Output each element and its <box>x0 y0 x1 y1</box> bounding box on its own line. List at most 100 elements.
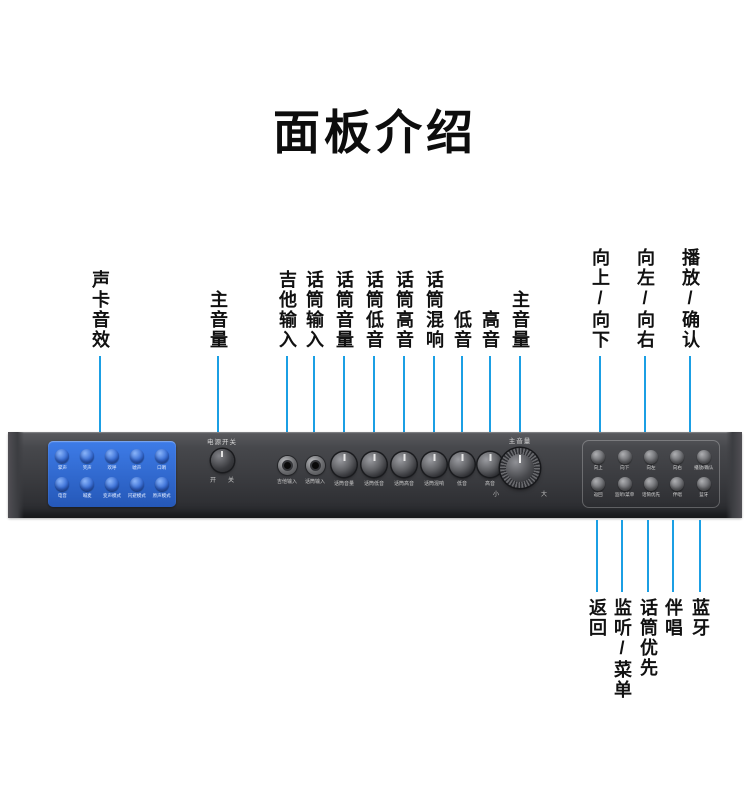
nav-button-play-confirm <box>696 449 711 464</box>
nav-button-cell: 向上 <box>585 449 611 471</box>
bass-knob-unit: 低音 <box>449 452 475 487</box>
nav-button-label: 蓝牙 <box>699 492 709 498</box>
effect-button-label: 原声模式 <box>152 492 171 498</box>
effect-button-label: 掌声 <box>57 464 67 470</box>
leader-line <box>403 356 405 432</box>
power-knob <box>210 449 234 472</box>
treble-knob-unit: 高音 <box>477 452 503 487</box>
callout-bass: 低音 <box>449 310 475 432</box>
leader-line <box>599 356 601 432</box>
callout-main-volume-left: 主音量 <box>205 290 231 432</box>
nav-button-cell: 话筒优先 <box>638 477 664 498</box>
nav-button-cell: 监听/菜单 <box>611 477 637 498</box>
treble-knob <box>477 452 503 477</box>
leader-line <box>699 520 701 592</box>
effect-button <box>154 477 169 492</box>
mic-volume-knob <box>331 452 357 477</box>
guitar-input-jack <box>277 456 297 475</box>
effect-button-cell: 欢呼 <box>100 449 125 471</box>
callout-label: 高音 <box>480 310 500 350</box>
nav-button-label: 向下 <box>620 464 630 470</box>
guitar-input-jack-unit: 吉他输入 <box>277 456 297 485</box>
main-volume-knob <box>500 448 540 488</box>
power-label: 电源开关 <box>207 439 237 446</box>
mic-bass-knob <box>361 452 387 477</box>
callout-label: 向左/向右 <box>635 248 655 350</box>
callout-label: 声卡音效 <box>90 270 110 350</box>
main-volume-scale: 小 大 <box>493 489 547 498</box>
nav-button-monitor-menu <box>617 477 632 492</box>
leader-line <box>343 356 345 432</box>
mic-treble-knob-label: 话筒高音 <box>393 481 414 487</box>
nav-button-pad: 向上 向下 向左 向右 播放/确认 返回 <box>582 440 720 508</box>
callout-label: 低音 <box>452 310 472 350</box>
effect-button-cell: 口哨 <box>149 449 174 471</box>
nav-button-label: 向左 <box>646 464 656 470</box>
effect-button-cell: 变声模式 <box>100 477 125 499</box>
callout-guitar-input: 吉他输入 <box>274 270 300 432</box>
callout-soundcard-effects: 声卡音效 <box>87 270 113 432</box>
main-volume-label: 主音量 <box>508 438 532 445</box>
callout-treble: 高音 <box>477 310 503 432</box>
effect-button-label: 笑声 <box>82 464 92 470</box>
effect-button-label: 闪避模式 <box>127 492 146 498</box>
callout-main-volume: 主音量 <box>507 290 533 432</box>
leader-line <box>217 356 219 432</box>
nav-button-cell: 向左 <box>638 449 664 471</box>
mic-volume-knob-label: 话筒音量 <box>333 481 354 487</box>
callout-play-confirm: 播放/确认 <box>677 248 703 432</box>
effect-button-cell: 喊麦 <box>75 477 100 499</box>
callout-label: 话筒音量 <box>334 270 354 350</box>
leader-line <box>672 520 674 592</box>
mic-reverb-knob <box>421 452 447 477</box>
callout-monitor-menu: 监听/菜单 <box>609 520 635 700</box>
leader-line <box>621 520 623 592</box>
guitar-input-label: 吉他输入 <box>276 479 298 485</box>
device-front-panel: 掌声 笑声 欢呼 嘘声 口哨 电音 <box>8 432 742 518</box>
callout-label: 蓝牙 <box>690 598 710 638</box>
effect-button <box>104 449 119 464</box>
effect-button <box>154 449 169 464</box>
power-section: 电源开关 开 关 <box>207 436 237 484</box>
effect-button-cell: 闪避模式 <box>124 477 149 499</box>
bass-knob <box>449 452 475 477</box>
leader-line <box>519 356 521 432</box>
callout-left-right: 向左/向右 <box>632 248 658 432</box>
callout-label: 播放/确认 <box>680 248 700 350</box>
leader-line <box>644 356 646 432</box>
mic-treble-knob-unit: 话筒高音 <box>391 452 417 487</box>
nav-button-accompany <box>670 477 685 492</box>
callout-mic-treble: 话筒高音 <box>391 270 417 432</box>
effect-button-label: 喊麦 <box>82 492 92 498</box>
nav-button-label: 返回 <box>593 492 603 498</box>
nav-button-label: 向右 <box>672 464 682 470</box>
mic-input-label: 话筒输入 <box>304 479 326 485</box>
mic-reverb-knob-unit: 话筒混响 <box>421 452 447 487</box>
callout-accompany: 伴唱 <box>660 520 686 638</box>
mic-treble-knob <box>391 452 417 477</box>
effect-button <box>55 449 70 464</box>
leader-line <box>489 356 491 432</box>
nav-button-left <box>643 449 658 464</box>
effect-button <box>80 449 95 464</box>
leader-line <box>647 520 649 592</box>
callout-mic-reverb: 话筒混响 <box>421 270 447 432</box>
leader-line <box>461 356 463 432</box>
nav-button-cell: 蓝牙 <box>691 477 717 498</box>
callout-mic-volume: 话筒音量 <box>331 270 357 432</box>
callout-label: 话筒高音 <box>394 270 414 350</box>
main-volume-section: 主音量 小 大 <box>493 435 547 498</box>
leader-line <box>313 356 315 432</box>
power-off-label: 关 <box>228 478 235 484</box>
treble-knob-label: 高音 <box>484 481 495 487</box>
effect-button-label: 口哨 <box>157 464 167 470</box>
effect-button-cell: 笑声 <box>75 449 100 471</box>
page-title: 面板介绍 <box>273 106 477 159</box>
effect-button <box>104 477 119 492</box>
mic-bass-knob-label: 话筒低音 <box>363 481 384 487</box>
nav-button-label: 播放/确认 <box>694 464 714 470</box>
effect-button-cell: 原声模式 <box>149 477 174 499</box>
callout-mic-input: 话筒输入 <box>301 270 327 432</box>
nav-button-label: 监听/菜单 <box>614 492 635 498</box>
